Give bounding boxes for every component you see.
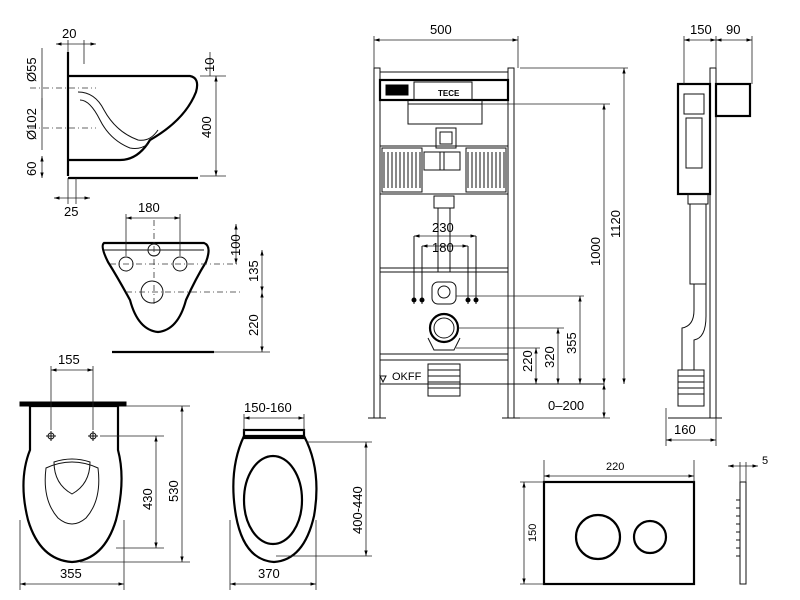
frame-upright-right [507, 67, 515, 419]
dim-label: 180 [138, 200, 160, 215]
dim-label: 150 [527, 524, 539, 542]
dim-label: 5 [762, 455, 768, 467]
fixing-hole-right [88, 431, 98, 441]
dim-label: 355 [564, 332, 579, 354]
flush-plate-view: 220 150 5 [520, 455, 768, 586]
actuator-box [714, 82, 752, 118]
dim-label: 0–200 [548, 398, 584, 413]
seat-opening [242, 454, 304, 546]
dim-label: 150 [690, 22, 712, 37]
dim-label: 530 [166, 480, 181, 502]
flush-button-small [632, 519, 668, 555]
frame-front-view: TECE [368, 22, 628, 419]
actuator-opening [435, 127, 457, 149]
dim-label: 430 [140, 488, 155, 510]
bowl-outline [101, 241, 210, 334]
dim-label: 90 [726, 22, 740, 37]
dim-label: 220 [606, 461, 624, 473]
dim-label: 500 [430, 22, 452, 37]
bowl-inner-line [79, 99, 149, 149]
cistern-body [379, 145, 509, 195]
bowl-trap-line [77, 91, 159, 141]
dim-label: 160 [674, 422, 696, 437]
dim-label: 135 [246, 260, 261, 282]
dim-label: 400-440 [350, 486, 365, 534]
dim-label: 355 [60, 566, 82, 581]
dim-label: 230 [432, 220, 454, 235]
dim-label: Ø55 [24, 57, 39, 82]
dim-label: 60 [24, 162, 39, 176]
dim-label: 320 [542, 346, 557, 368]
top-bowl-view: 155 430 530 355 [19, 352, 190, 590]
seat-outline [232, 434, 318, 564]
flush-button-large [574, 513, 622, 561]
dim-label: 150-160 [244, 400, 292, 415]
brand-label: TECE [438, 89, 460, 98]
flush-pipe-side [689, 203, 707, 285]
bowl-outline [22, 404, 123, 564]
flush-plate-side [739, 481, 747, 585]
fixing-hole-left [46, 431, 56, 441]
front-bowl-view: 180 100 135 220 [101, 200, 270, 354]
dim-label: 100 [228, 234, 243, 256]
frame-upright-left [373, 67, 381, 419]
dim-label: 1000 [588, 237, 603, 266]
dim-label: 1120 [608, 210, 623, 238]
side-bowl-view: 20 Ø55 10 Ø102 400 60 25 [24, 26, 226, 219]
seat-view: 150-160 400-440 370 [229, 400, 372, 590]
floor-reference-label: OKFF [392, 371, 422, 383]
seat-hinge [242, 428, 306, 440]
dim-label: 370 [258, 566, 280, 581]
flush-connection [431, 281, 457, 305]
flush-plate-outline [542, 480, 696, 586]
dim-label: 10 [202, 58, 217, 72]
cistern-ribs-left [381, 147, 423, 193]
bowl-opening [44, 461, 100, 525]
frame-side-view: 150 90 160 [665, 22, 753, 446]
bowl-inner [53, 458, 91, 495]
dim-label: 220 [246, 314, 261, 336]
cistern-ribs-right [465, 147, 507, 193]
dim-label: 155 [58, 352, 80, 367]
dim-label: 180 [432, 240, 454, 255]
dim-label: 400 [199, 116, 214, 138]
dim-label: 220 [520, 350, 535, 372]
dim-label: 20 [62, 26, 76, 41]
dim-label: 25 [64, 204, 78, 219]
drain-bend [681, 284, 695, 370]
dim-label: Ø102 [24, 108, 39, 140]
drain-pipe [427, 363, 461, 397]
bowl-outline [68, 74, 199, 162]
cistern-side [676, 82, 712, 196]
